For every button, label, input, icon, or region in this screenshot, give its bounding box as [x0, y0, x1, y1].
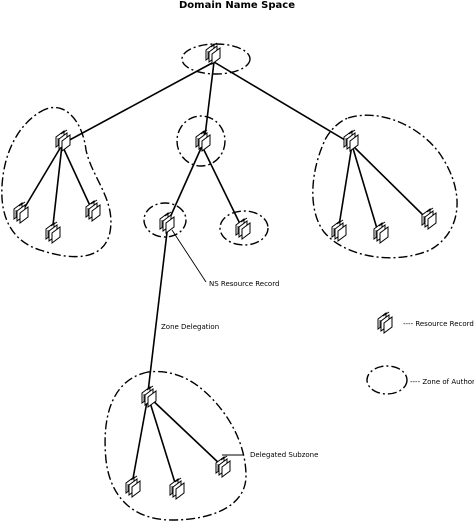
- resource-record-icon: [421, 207, 437, 230]
- resource-record-icon: [195, 129, 211, 152]
- legend-zone-of-authority: ---- Zone of Authority: [410, 378, 474, 386]
- left-zone: [1, 106, 112, 258]
- zones: [1, 43, 458, 521]
- nodes: [13, 42, 437, 500]
- zone-delegation-label: Zone Delegation: [161, 323, 219, 331]
- resource-record-icon: [55, 129, 71, 152]
- center-zone: [176, 115, 226, 167]
- resource-record-icon: [141, 385, 157, 408]
- ns-record-connector: [171, 229, 207, 283]
- right-zone: [312, 114, 458, 259]
- delegated-subzone-zone: [104, 370, 247, 521]
- small-right-zone: [219, 210, 269, 246]
- resource-record-icon: [377, 311, 393, 334]
- ns-record-label: NS Resource Record: [209, 280, 279, 288]
- resource-record-icon: [45, 221, 61, 244]
- ns-zone: [143, 202, 187, 238]
- legend-resource-record: ---- Resource Record: [403, 320, 474, 328]
- resource-record-icon: [331, 219, 347, 242]
- resource-record-icon: [205, 42, 221, 65]
- tree-edges: [21, 61, 427, 487]
- resource-record-icon: [215, 455, 231, 478]
- resource-record-icon: [125, 475, 141, 498]
- legend-zone-sample: [366, 365, 408, 395]
- diagram-title: Domain Name Space: [179, 0, 295, 11]
- legend: ---- Resource Record ---- Zone of Author…: [377, 311, 474, 386]
- resource-record-icon: [169, 477, 185, 500]
- delegated-subzone-label: Delegated Subzone: [250, 451, 318, 459]
